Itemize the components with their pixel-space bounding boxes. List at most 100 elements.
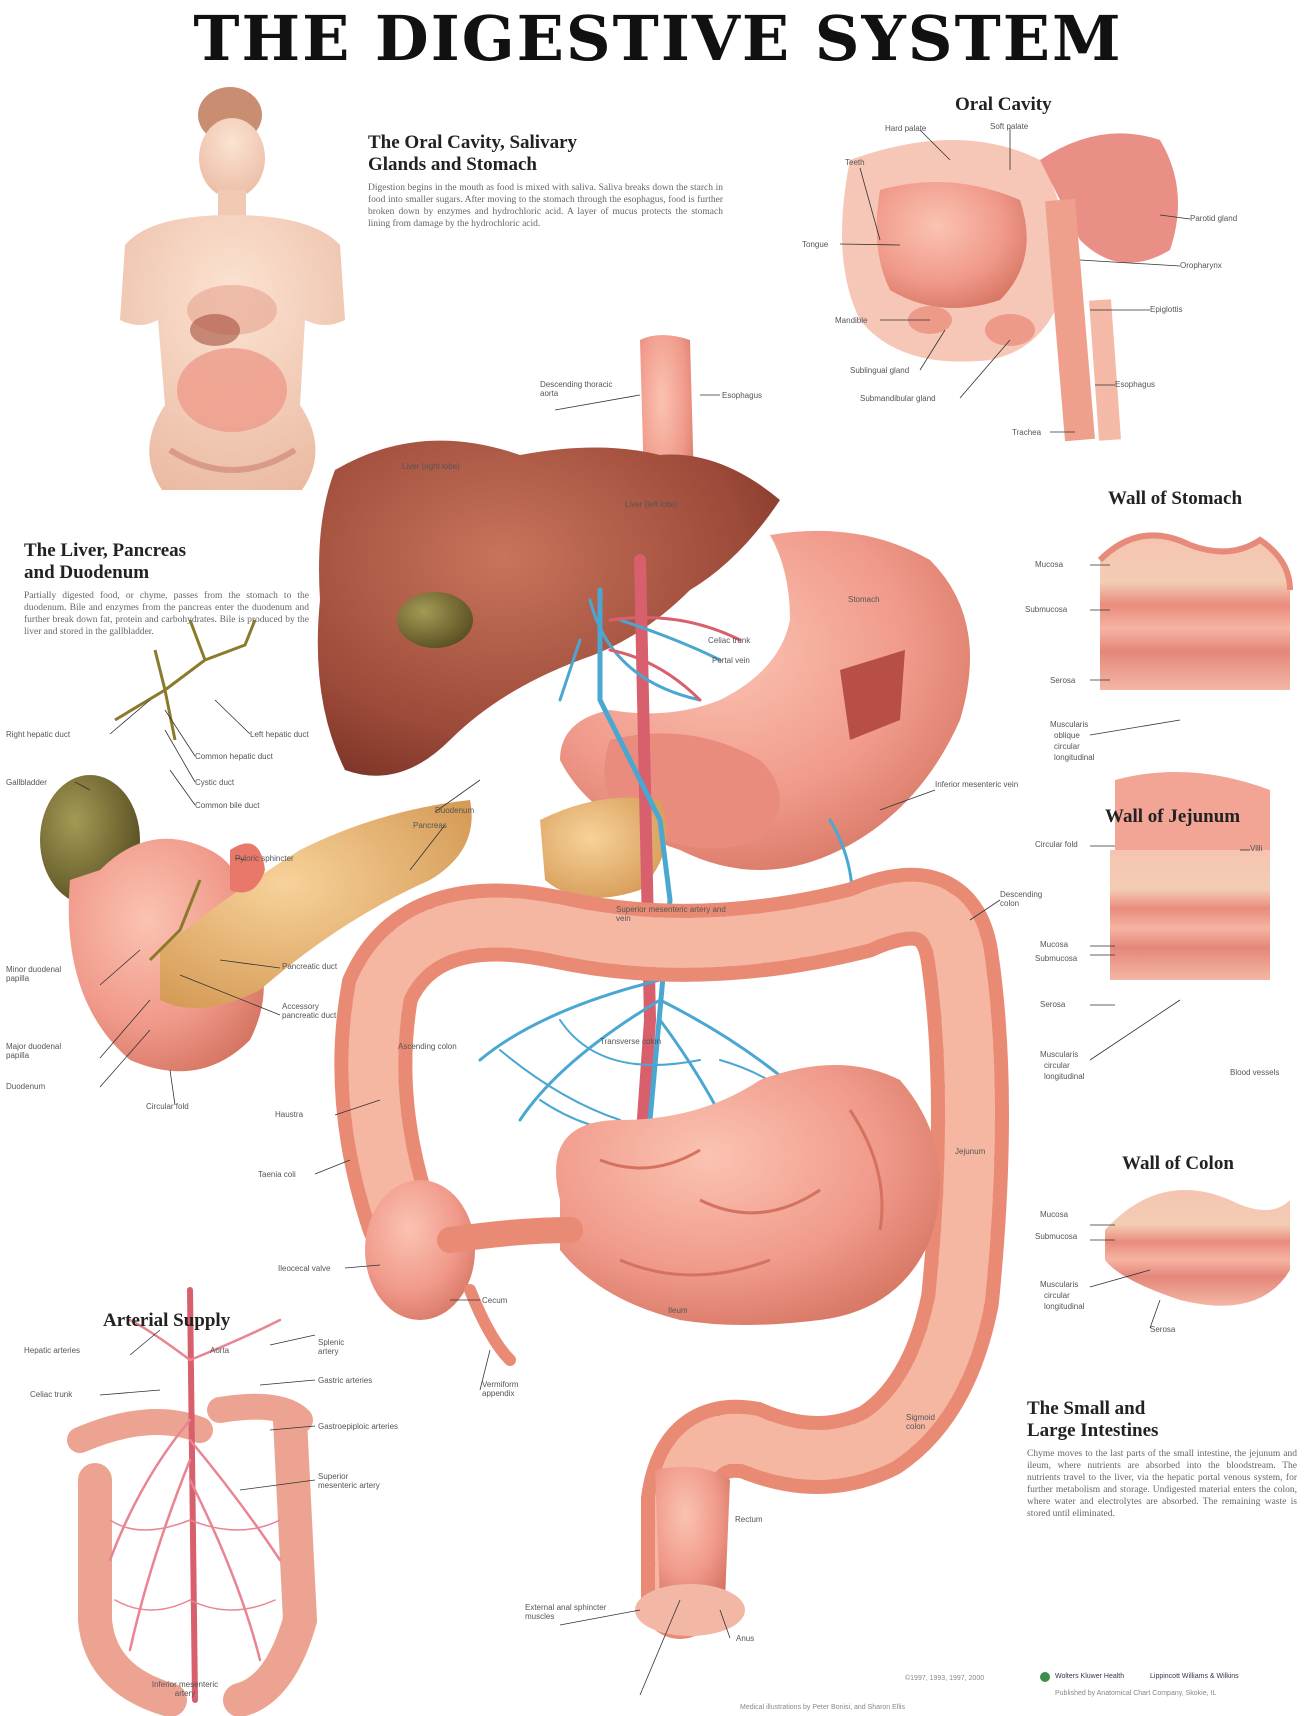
- label-submucosa-jejunum: Submucosa: [1035, 954, 1078, 963]
- label-superior-mesenteric: Superior mesenteric artery and vein: [616, 905, 726, 923]
- label-aorta: Aorta: [210, 1346, 230, 1355]
- label-circular-fold: Circular fold: [146, 1102, 189, 1111]
- label-ileum: Ileum: [668, 1306, 688, 1315]
- label-muscularis-jejunum: Muscularis: [1040, 1050, 1079, 1059]
- leader-lines: [74, 128, 1250, 1696]
- label-transverse-colon: Transverse colon: [600, 1037, 662, 1046]
- label-rectum: Rectum: [735, 1515, 763, 1524]
- cecum: [365, 1180, 475, 1320]
- published-by-text: Published by Anatomical Chart Company, S…: [1055, 1690, 1217, 1697]
- label-celiac-trunk: Celiac trunk: [708, 636, 751, 645]
- label-sigmoid-colon: Sigmoid colon: [906, 1413, 935, 1431]
- section-title-oral-cavity-1: The Oral Cavity, Salivary: [368, 132, 577, 153]
- label-cystic-duct: Cystic duct: [195, 778, 235, 787]
- label-accessory-duct: Accessory pancreatic duct: [282, 1002, 337, 1020]
- label-longitudinal-jejunum: longitudinal: [1044, 1072, 1085, 1081]
- wall-colon-block: [1105, 1190, 1290, 1306]
- label-liver-right: Liver (right lobe): [402, 462, 460, 471]
- label-longitudinal-colon: longitudinal: [1044, 1302, 1085, 1311]
- gallbladder: [397, 592, 473, 648]
- label-gallbladder: Gallbladder: [6, 778, 47, 787]
- label-muscularis-colon: Muscularis: [1040, 1280, 1079, 1289]
- label-mucosa-colon: Mucosa: [1040, 1210, 1069, 1219]
- label-submucosa-colon: Submucosa: [1035, 1232, 1078, 1241]
- label-common-hepatic-duct: Common hepatic duct: [195, 752, 273, 761]
- section-body-intestines: Chyme moves to the last parts of the sma…: [1027, 1449, 1297, 1519]
- section-intestines: The Small and Large Intestines Chyme mov…: [1027, 1398, 1297, 1520]
- label-serosa-jejunum: Serosa: [1040, 1000, 1066, 1009]
- inset-title-wall-colon: Wall of Colon: [1122, 1153, 1234, 1174]
- label-circular-jejunum: circular: [1044, 1061, 1070, 1070]
- label-oropharynx: Oropharynx: [1180, 261, 1222, 270]
- label-villi: Villi: [1250, 844, 1263, 853]
- label-inferior-mesenteric-artery: Inferior mesenteric artery: [151, 1680, 219, 1698]
- label-superior-mesenteric-artery: Superior mesenteric artery: [318, 1472, 380, 1490]
- publisher-name: Wolters Kluwer Health: [1055, 1673, 1125, 1680]
- label-portal-vein: Portal vein: [712, 656, 750, 665]
- label-inferior-mesenteric-vein: Inferior mesenteric vein: [935, 780, 1019, 789]
- section-title-liver-2: and Duodenum: [24, 562, 150, 583]
- arterial-supply-inset: [67, 1287, 318, 1716]
- inset-title-arterial-supply: Arterial Supply: [103, 1310, 231, 1331]
- label-pancreas: Pancreas: [413, 821, 447, 830]
- label-anus: Anus: [736, 1634, 755, 1643]
- label-mucosa-stomach: Mucosa: [1035, 560, 1064, 569]
- label-serosa-colon: Serosa: [1150, 1325, 1176, 1334]
- ileum: [437, 1217, 583, 1253]
- section-oral-cavity: The Oral Cavity, Salivary Glands and Sto…: [368, 132, 723, 230]
- label-serosa-stomach: Serosa: [1050, 676, 1076, 685]
- label-submandibular-gland: Submandibular gland: [860, 394, 936, 403]
- label-circular-fold-jejunum: Circular fold: [1035, 840, 1078, 849]
- label-circular-stomach: circular: [1054, 742, 1080, 751]
- label-hard-palate: Hard palate: [885, 124, 927, 133]
- inset-title-oral-cavity: Oral Cavity: [955, 94, 1052, 115]
- section-title-oral-cavity-2: Glands and Stomach: [368, 154, 537, 175]
- label-descending-aorta: Descending thoracic aorta: [540, 380, 613, 398]
- body-figure: [120, 87, 345, 490]
- label-jejunum: Jejunum: [955, 1147, 986, 1156]
- label-esophagus-oral: Esophagus: [1115, 380, 1156, 389]
- label-submucosa-stomach: Submucosa: [1025, 605, 1068, 614]
- label-blood-vessels: Blood vessels: [1230, 1068, 1280, 1077]
- label-gastroepiploic-arteries: Gastroepiploic arteries: [318, 1422, 399, 1431]
- section-body-liver: Partially digested food, or chyme, passe…: [24, 591, 309, 637]
- liver-pancreas-inset: [40, 619, 472, 1072]
- publisher-logo-icon: [1040, 1672, 1050, 1682]
- label-soft-palate: Soft palate: [990, 122, 1029, 131]
- label-cecum: Cecum: [482, 1296, 508, 1305]
- section-liver-pancreas: The Liver, Pancreas and Duodenum Partial…: [24, 540, 309, 638]
- label-duodenum: Duodenum: [435, 806, 475, 815]
- label-pancreatic-duct: Pancreatic duct: [282, 962, 338, 971]
- label-hepatic-arteries: Hepatic arteries: [24, 1346, 81, 1355]
- label-taenia-coli: Taenia coli: [258, 1170, 296, 1179]
- inset-title-wall-jejunum: Wall of Jejunum: [1105, 806, 1241, 827]
- section-title-liver-1: The Liver, Pancreas: [24, 540, 187, 561]
- stomach-muscle-window: [840, 650, 905, 740]
- illustration-credit: Medical illustrations by Peter Bonisi, a…: [740, 1704, 905, 1711]
- anal-sphincter: [635, 1584, 745, 1636]
- label-pyloric-sphincter: Pyloric sphincter: [235, 854, 294, 863]
- label-sublingual-gland: Sublingual gland: [850, 366, 910, 375]
- label-mucosa-jejunum: Mucosa: [1040, 940, 1069, 949]
- label-gastric-arteries: Gastric arteries: [318, 1376, 373, 1385]
- section-title-intestines-2: Large Intestines: [1027, 1420, 1159, 1441]
- inset-title-wall-stomach: Wall of Stomach: [1108, 488, 1243, 509]
- label-ileocecal-valve: Ileocecal valve: [278, 1264, 331, 1273]
- label-oblique-stomach: oblique: [1054, 731, 1080, 740]
- label-vermiform-appendix: Vermiform appendix: [482, 1380, 519, 1398]
- label-left-hepatic-duct: Left hepatic duct: [250, 730, 309, 739]
- large-intestine: [334, 867, 1009, 1639]
- label-major-papilla: Major duodenal papilla: [6, 1042, 62, 1060]
- wall-jejunum-block: [1110, 772, 1270, 980]
- section-body-oral-cavity: Digestion begins in the mouth as food is…: [368, 183, 723, 229]
- label-common-bile-duct: Common bile duct: [195, 801, 260, 810]
- blood-vessels: [478, 554, 854, 1202]
- label-ascending-colon: Ascending colon: [398, 1042, 457, 1051]
- label-celiac-trunk-arterial: Celiac trunk: [30, 1390, 73, 1399]
- label-tongue: Tongue: [802, 240, 829, 249]
- intestine-folds: [599, 1109, 884, 1277]
- pancreas: [540, 797, 667, 898]
- oral-cavity-inset: [842, 133, 1178, 442]
- label-mandible: Mandible: [835, 316, 868, 325]
